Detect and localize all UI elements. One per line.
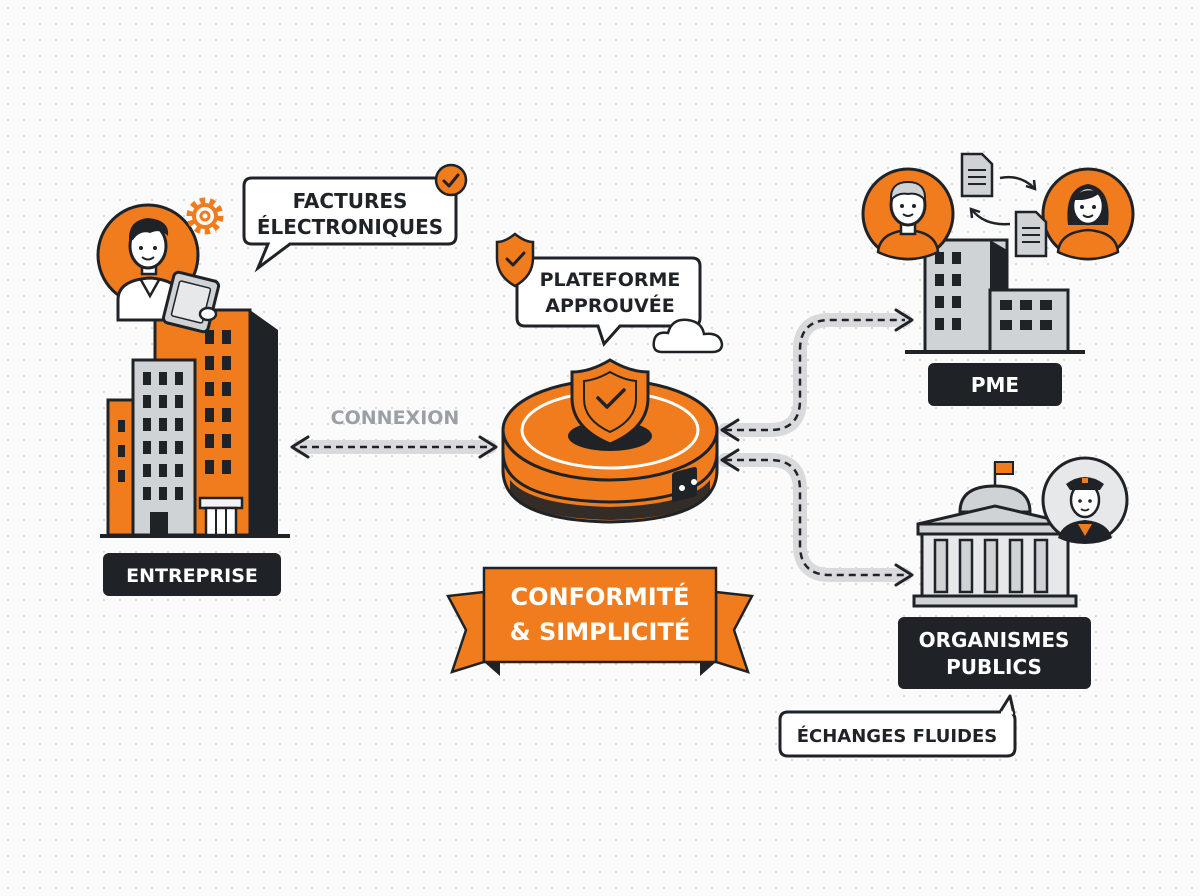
cloud-icon	[652, 318, 724, 354]
pme-tag	[928, 363, 1062, 406]
building-icon	[905, 238, 1085, 354]
arrow-left-icon	[290, 435, 310, 459]
check-icon	[434, 163, 468, 197]
arrow-right-icon	[894, 308, 914, 332]
arrow-right-icon	[894, 563, 914, 587]
banner-line2: & SIMPLICITÉ	[510, 617, 691, 646]
arrow-left-icon	[720, 448, 740, 472]
plateforme-label-line1: PLATEFORME	[540, 269, 681, 291]
echanges-label: ÉCHANGES FLUIDES	[797, 725, 998, 747]
entreprise-label: ENTREPRISE	[126, 565, 258, 587]
exchange-arrow-icon	[999, 175, 1035, 189]
factures-label-line1: FACTURES	[293, 189, 408, 213]
pme-link	[718, 308, 914, 442]
exchange-arrow-icon	[971, 209, 1011, 226]
factures-label-line2: ÉLECTRONIQUES	[257, 215, 443, 239]
organismes-label-line2: PUBLICS	[946, 655, 1042, 679]
person-icon	[116, 218, 221, 334]
plateforme-group: PLATEFORME APPROUVÉE	[495, 232, 724, 524]
arrow-left-icon	[720, 418, 740, 442]
organismes-tag	[898, 617, 1091, 689]
entreprise-group: FACTURES ÉLECTRONIQUES ENTREPRISE	[96, 163, 468, 596]
officer-icon	[1041, 456, 1129, 544]
banner-line1: CONFORMITÉ	[511, 582, 690, 611]
echanges-bubble: ÉCHANGES FLUIDES	[778, 694, 1017, 758]
arrow-right-icon	[478, 435, 498, 459]
organismes-label-line1: ORGANISMES	[919, 628, 1070, 652]
entrance	[198, 496, 244, 537]
shield-icon	[570, 358, 650, 446]
connexion-link	[290, 435, 498, 459]
building-gray	[131, 358, 197, 537]
shield-check-icon	[495, 232, 535, 288]
organismes-link	[718, 448, 914, 587]
conformite-banner: CONFORMITÉ & SIMPLICITÉ	[446, 566, 754, 676]
pme-label: PME	[971, 373, 1019, 397]
flag-icon	[994, 461, 1014, 475]
plateforme-label-line2: APPROUVÉE	[545, 294, 674, 317]
organismes-group: ORGANISMES PUBLICS	[898, 456, 1129, 689]
entreprise-tag	[103, 553, 281, 596]
pme-group: PME	[861, 152, 1135, 406]
gear-icon	[186, 197, 224, 235]
connexion-label: CONNEXION	[331, 407, 460, 429]
person-woman-avatar	[1041, 167, 1135, 261]
document-icon	[1014, 210, 1048, 258]
person-man-avatar	[861, 167, 955, 261]
document-icon	[960, 152, 994, 198]
government-building-icon	[912, 461, 1078, 608]
factures-bubble: FACTURES ÉLECTRONIQUES	[242, 163, 468, 273]
